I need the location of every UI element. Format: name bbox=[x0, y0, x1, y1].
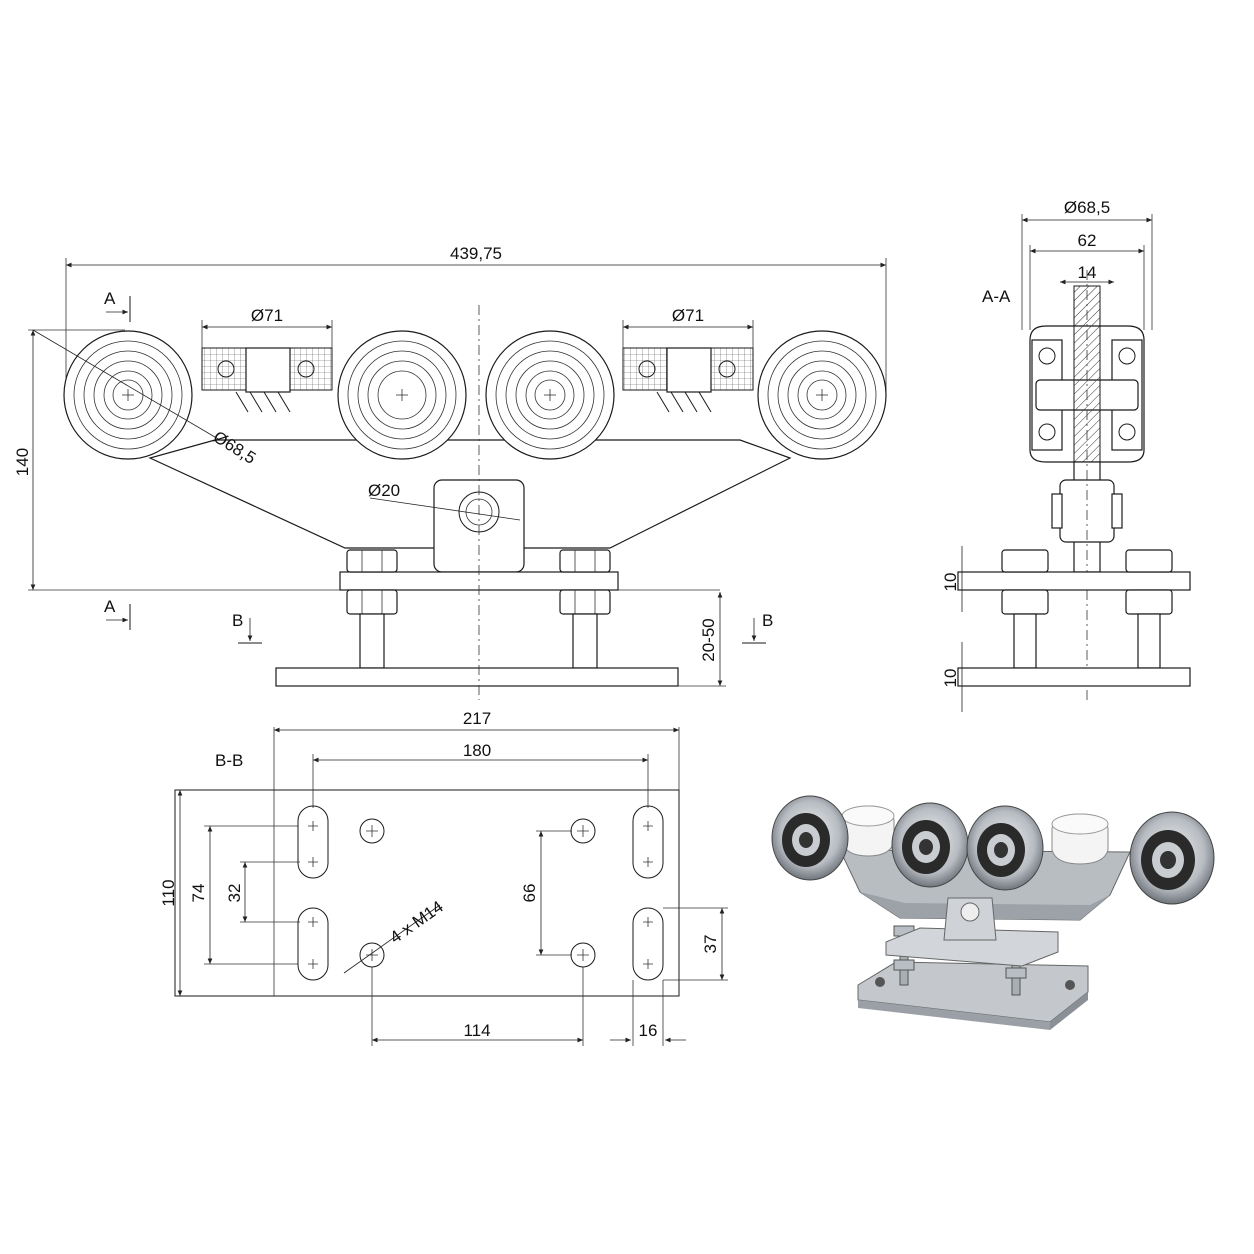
section-bb-view: B-B 217 180 110 74 32 bbox=[159, 709, 728, 1046]
section-b-marker-left: B bbox=[232, 611, 243, 630]
slot-width-label: 16 bbox=[639, 1021, 658, 1040]
adjust-range-label: 20-50 bbox=[699, 618, 718, 661]
plate-width-label: 110 bbox=[159, 879, 178, 906]
roller-4 bbox=[757, 330, 887, 460]
slot-bottom-right bbox=[632, 907, 664, 981]
section-b-marker-right: B bbox=[762, 611, 773, 630]
aa-roller-diameter-label: Ø68,5 bbox=[1064, 198, 1110, 217]
section-bb-label: B-B bbox=[215, 751, 243, 770]
base-plate-side bbox=[275, 667, 679, 687]
section-a-marker-top: A bbox=[104, 289, 116, 308]
right-stud-assembly bbox=[559, 549, 611, 669]
section-aa-view: A-A Ø68,5 62 14 bbox=[941, 198, 1191, 712]
roller-1 bbox=[63, 330, 193, 460]
guide-roller-right-label: Ø71 bbox=[672, 306, 704, 325]
inner-slot-span-label: 32 bbox=[225, 884, 244, 903]
hole-spacing-vertical-label: 66 bbox=[520, 884, 539, 903]
roller-2 bbox=[337, 330, 467, 460]
aa-top-plate-thickness-label: 10 bbox=[941, 573, 960, 592]
slot-bottom-left bbox=[297, 907, 329, 981]
product-wheel-4 bbox=[1129, 811, 1215, 905]
plate-length-label: 217 bbox=[463, 709, 491, 728]
pin-diameter-label: Ø20 bbox=[368, 481, 400, 500]
top-view: 439,75 140 A A B B Ø20 bbox=[13, 244, 887, 700]
aa-bottom-plate-thickness-label: 10 bbox=[941, 669, 960, 688]
outer-slot-span-label: 74 bbox=[189, 884, 208, 903]
height-label: 140 bbox=[13, 448, 32, 476]
product-wheel-2 bbox=[891, 802, 969, 888]
overall-length-label: 439,75 bbox=[450, 244, 502, 263]
slot-spacing-label: 180 bbox=[463, 741, 491, 760]
guide-roller-right bbox=[622, 320, 754, 413]
slot-top-left bbox=[297, 805, 329, 879]
roller-3 bbox=[485, 330, 615, 460]
slot-length-label: 37 bbox=[701, 935, 720, 954]
hole-spacing-horizontal-label: 114 bbox=[463, 1021, 490, 1040]
guide-roller-left bbox=[201, 320, 333, 413]
guide-roller-left-label: Ø71 bbox=[251, 306, 283, 325]
product-wheel-3 bbox=[966, 805, 1044, 891]
product-illustration bbox=[771, 795, 1215, 1030]
slot-top-right bbox=[632, 805, 664, 879]
section-aa-label: A-A bbox=[982, 287, 1011, 306]
section-a-marker-bottom: A bbox=[104, 597, 116, 616]
product-wheel-1 bbox=[771, 795, 849, 881]
base-plate-outline bbox=[174, 789, 680, 997]
thread-spec-label: 4 x M14 bbox=[386, 897, 446, 947]
aa-width-label: 62 bbox=[1078, 231, 1097, 250]
left-stud-assembly bbox=[346, 549, 398, 669]
